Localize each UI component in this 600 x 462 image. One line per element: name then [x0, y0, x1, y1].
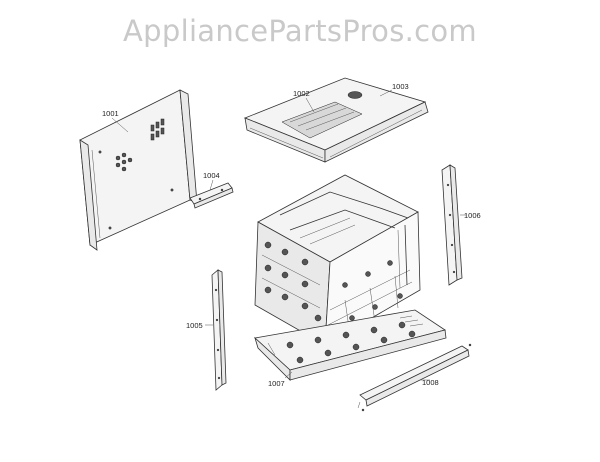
leader-line-1003	[379, 89, 393, 97]
part-label-1008: 1008	[422, 378, 439, 387]
part-label-1006: 1006	[464, 211, 481, 220]
part-label-1001: 1001	[102, 109, 119, 118]
part-label-1007: 1007	[268, 379, 285, 388]
leader-line-1004	[209, 179, 214, 191]
part-1005-left-trim	[211, 269, 227, 391]
leader-line-1002	[305, 97, 315, 113]
part-label-1002: 1002	[293, 89, 310, 98]
part-label-1003: 1003	[392, 82, 409, 91]
part-1006-right-trim	[441, 164, 463, 286]
leader-line-1001	[111, 117, 129, 133]
part-label-1004: 1004	[203, 171, 220, 180]
part-1001-rear-panel	[79, 89, 198, 251]
part-1008-bottom-trim	[357, 343, 472, 412]
oven-cavity-frame	[254, 174, 421, 346]
part-1007-bottom-panel	[254, 309, 447, 381]
part-1002-insulation-pad	[281, 101, 363, 139]
part-1004-bracket	[189, 182, 234, 209]
site-watermark: AppliancePartsPros.com	[123, 14, 477, 48]
leader-line-1007	[284, 371, 293, 379]
part-label-1005: 1005	[186, 321, 203, 330]
